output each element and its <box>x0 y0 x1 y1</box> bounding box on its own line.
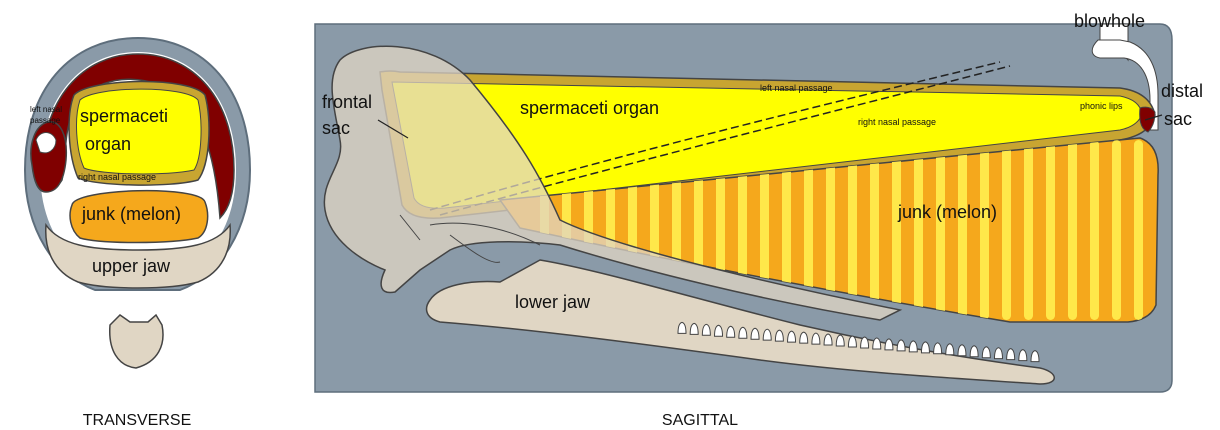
caption-transverse: TRANSVERSE <box>83 412 191 429</box>
label-upper-jaw: upper jaw <box>92 256 171 276</box>
label-blowhole: blowhole <box>1074 11 1145 31</box>
label-right-nasal: right nasal passage <box>78 172 156 182</box>
label-spermaceti-2: organ <box>85 134 131 154</box>
label-frontal-sac: sac <box>322 118 350 138</box>
label-junk-transverse: junk (melon) <box>81 204 181 224</box>
junk-stripe <box>892 140 901 320</box>
junk-stripe <box>958 140 967 320</box>
label-junk-sagittal: junk (melon) <box>897 202 997 222</box>
junk-stripe <box>848 140 857 320</box>
label-right-nasal-passage: right nasal passage <box>858 117 936 127</box>
junk-stripe <box>870 140 879 320</box>
label-lower-jaw: lower jaw <box>515 292 591 312</box>
label-spermaceti-organ: spermaceti organ <box>520 98 659 118</box>
junk-stripe <box>936 140 945 320</box>
junk-stripe <box>1046 140 1055 320</box>
label-spermaceti-1: spermaceti <box>80 106 168 126</box>
label-distal: distal <box>1161 81 1203 101</box>
sagittal-section: blowhole distal sac frontal sac spermace… <box>315 11 1203 429</box>
junk-stripe <box>1068 140 1077 320</box>
junk-stripe <box>1002 140 1011 320</box>
label-distal-sac: sac <box>1164 109 1192 129</box>
junk-stripe <box>980 140 989 320</box>
transverse-spermaceti-organ <box>77 89 202 174</box>
junk-stripe <box>1090 140 1099 320</box>
label-frontal: frontal <box>322 92 372 112</box>
label-left-nasal-passage: left nasal passage <box>760 83 833 93</box>
label-left-nasal-2: passage <box>30 116 61 125</box>
junk-stripe <box>1024 140 1033 320</box>
junk-stripe <box>1112 140 1121 320</box>
label-left-nasal-1: left nasal <box>30 105 62 114</box>
caption-sagittal: SAGITTAL <box>662 412 738 429</box>
transverse-section: left nasal passage spermaceti organ righ… <box>25 38 250 429</box>
junk-stripe <box>914 140 923 320</box>
label-phonic-lips: phonic lips <box>1080 101 1123 111</box>
junk-stripe <box>1134 140 1143 320</box>
transverse-lower-jaw <box>110 315 163 368</box>
